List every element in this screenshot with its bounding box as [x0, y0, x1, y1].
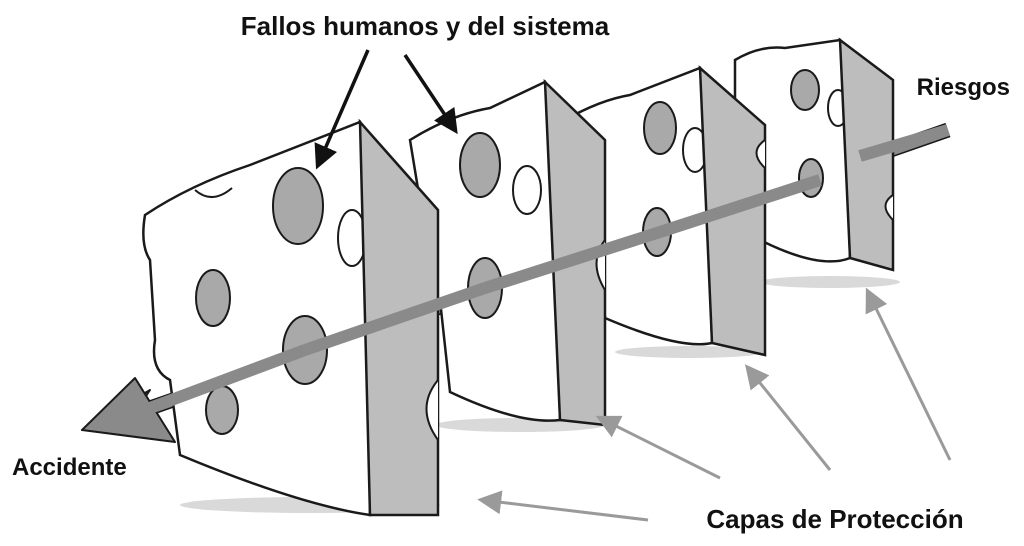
cheese-slice-1: [142, 118, 487, 517]
label-failures: Fallos humanos y del sistema: [241, 11, 610, 41]
label-protection-layers: Capas de Protección: [706, 504, 963, 534]
label-accident: Accidente: [12, 454, 127, 481]
failure-pointers: [314, 49, 458, 170]
layer-pointers: [477, 287, 952, 522]
label-hazards: Riesgos: [917, 74, 1010, 101]
cheese-slice-2: [408, 78, 662, 432]
